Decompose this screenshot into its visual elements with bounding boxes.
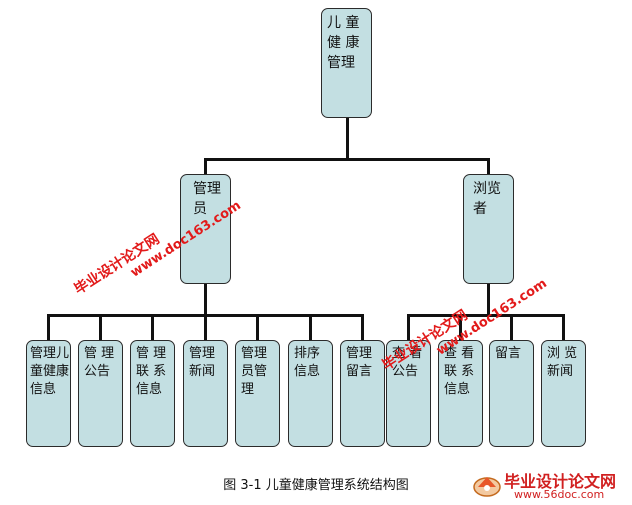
node-view-contact-info: 查 看 联 系 信息 (438, 340, 483, 447)
logo-text: 毕业设计论文网 (504, 472, 617, 491)
node-browser: 浏览 者 (463, 174, 514, 284)
connector-browser-bar (407, 314, 565, 317)
node-browse-news: 浏 览 新闻 (541, 340, 586, 447)
connector-a2 (99, 314, 102, 340)
node-leave-message: 留言 (489, 340, 534, 447)
logo-icon (473, 477, 501, 497)
node-manage-child-health-info: 管理儿 童健康 信息 (26, 340, 71, 447)
connector-admin-down (204, 283, 207, 317)
connector-b3 (510, 314, 513, 340)
node-sort-info: 排序 信息 (288, 340, 333, 447)
logo-url: www.56doc.com (514, 488, 605, 501)
connector-b4 (562, 314, 565, 340)
node-view-notice: 查 看 公告 (386, 340, 431, 447)
node-admin: 管理 员 (180, 174, 231, 284)
connector-level1-bar (204, 158, 490, 161)
connector-root-down (346, 118, 349, 161)
connector-a3 (151, 314, 154, 340)
connector-a4 (204, 314, 207, 340)
node-manage-news: 管理 新闻 (183, 340, 228, 447)
connector-a6 (309, 314, 312, 340)
figure-caption: 图 3-1 儿童健康管理系统结构图 (223, 478, 409, 493)
connector-browser-up (487, 158, 490, 174)
node-manage-messages: 管理 留言 (340, 340, 385, 447)
connector-a5 (256, 314, 259, 340)
connector-b1 (407, 314, 410, 340)
connector-a1 (47, 314, 50, 340)
connector-a7 (361, 314, 364, 340)
site-logo: 毕业设计论文网 www.56doc.com (472, 467, 628, 503)
connector-b2 (459, 314, 462, 340)
node-root: 儿 童 健 康 管理 (321, 8, 372, 118)
connector-admin-up (204, 158, 207, 174)
node-manage-contact-info: 管 理 联 系 信息 (130, 340, 175, 447)
connector-browser-down (487, 283, 490, 317)
node-manage-notice: 管 理 公告 (78, 340, 123, 447)
node-manage-admins: 管理 员管 理 (235, 340, 280, 447)
